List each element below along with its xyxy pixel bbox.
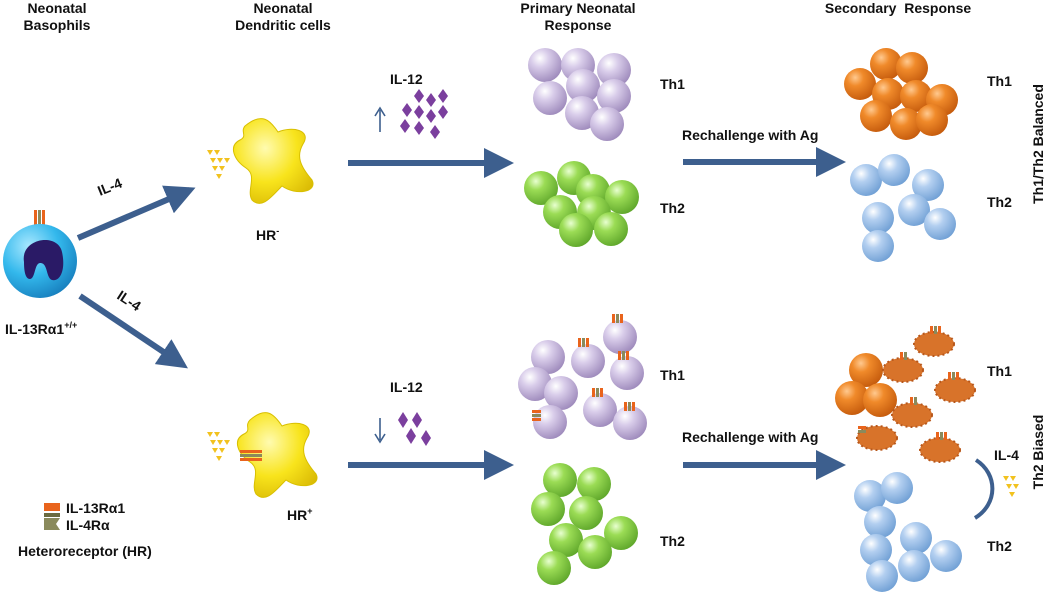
il4-feedback-arrow (973, 458, 995, 520)
th1-label-primary-top: Th1 (660, 76, 685, 92)
il4-top-label: IL-4 (95, 175, 124, 199)
il4-bottom-label: IL-4 (114, 287, 144, 314)
th2-cluster-primary-bottom (531, 463, 638, 585)
th2-label-primary-top: Th2 (660, 200, 685, 216)
dendritic-cell-top (232, 118, 314, 204)
th2-cluster-secondary-bottom (854, 472, 962, 592)
th1-cluster-secondary-bottom (835, 326, 976, 463)
il12-diamonds-top (400, 89, 448, 139)
th1-label-secondary-bottom: Th1 (987, 363, 1012, 379)
outcome-balanced: Th1/Th2 Balanced (1030, 84, 1046, 204)
th2-label-secondary-top: Th2 (987, 194, 1012, 210)
dendritic-cell-bottom (236, 412, 318, 498)
header-primary-line2: Response (545, 17, 612, 33)
th2-cluster-primary-top (524, 161, 639, 247)
rechallenge-bottom-label: Rechallenge with Ag (682, 429, 818, 445)
basophil-nucleus (23, 239, 64, 281)
rechallenge-top-label: Rechallenge with Ag (682, 127, 818, 143)
legend-il13-label: IL-13Rα1 (66, 500, 125, 516)
header-secondary: Secondary Response (825, 0, 971, 16)
th1-receptors-primary (532, 314, 635, 421)
legend-title: Heteroreceptor (HR) (18, 543, 152, 559)
il4-triangles-bottom (207, 432, 230, 461)
arrow-basophil-to-dc-top (76, 185, 196, 241)
header-basophils: Neonatal Basophils (24, 0, 91, 33)
legend: IL-13Rα1 IL-4Rα Heteroreceptor (HR) (18, 500, 152, 559)
header-dendritic-line1: Neonatal (253, 0, 312, 16)
th1-cluster-primary-top (528, 48, 631, 141)
th2-label-primary-bottom: Th2 (660, 533, 685, 549)
legend-il4-swatch (44, 518, 60, 530)
il12-bottom-label: IL-12 (390, 379, 423, 395)
activated-th1-receptors (858, 326, 959, 440)
il12-top-label: IL-12 (390, 71, 423, 87)
arrow-basophil-to-dc-bottom (78, 293, 188, 369)
legend-il4-label: IL-4Rα (66, 517, 110, 533)
th1-label-secondary-top: Th1 (987, 73, 1012, 89)
basophil-cell (3, 210, 77, 298)
hr-plus-label: HR+ (287, 506, 313, 523)
th2-label-secondary-bottom: Th2 (987, 538, 1012, 554)
header-dendritic-line2: Dendritic cells (235, 17, 331, 33)
header-primary: Primary Neonatal Response (520, 0, 635, 33)
header-primary-line1: Primary Neonatal (520, 0, 635, 16)
il4-triangles-loop (1003, 476, 1019, 497)
up-arrow-icon (374, 106, 386, 132)
header-dendritic: Neonatal Dendritic cells (235, 0, 331, 33)
dc-heteroreceptor (240, 450, 262, 461)
header-basophils-line2: Basophils (24, 17, 91, 33)
il12-diamonds-bottom (398, 412, 431, 446)
th2-cluster-secondary-top (850, 154, 956, 262)
basophil-receptor-il13 (34, 210, 37, 227)
th1-cluster-primary-bottom (518, 314, 647, 440)
basophil-receptor-il4 (38, 210, 41, 227)
th1-cluster-secondary-top (844, 48, 958, 140)
il4-loop-label: IL-4 (994, 447, 1019, 463)
hr-minus-label: HR- (256, 226, 279, 243)
outcome-biased: Th2 Biased (1030, 415, 1046, 490)
down-arrow-icon (374, 418, 386, 444)
il4-triangles-top (207, 150, 230, 179)
th1-label-primary-bottom: Th1 (660, 367, 685, 383)
legend-il13-swatch (44, 503, 60, 511)
basophil-label: IL-13Rα1+/+ (5, 320, 77, 337)
header-basophils-line1: Neonatal (27, 0, 86, 16)
